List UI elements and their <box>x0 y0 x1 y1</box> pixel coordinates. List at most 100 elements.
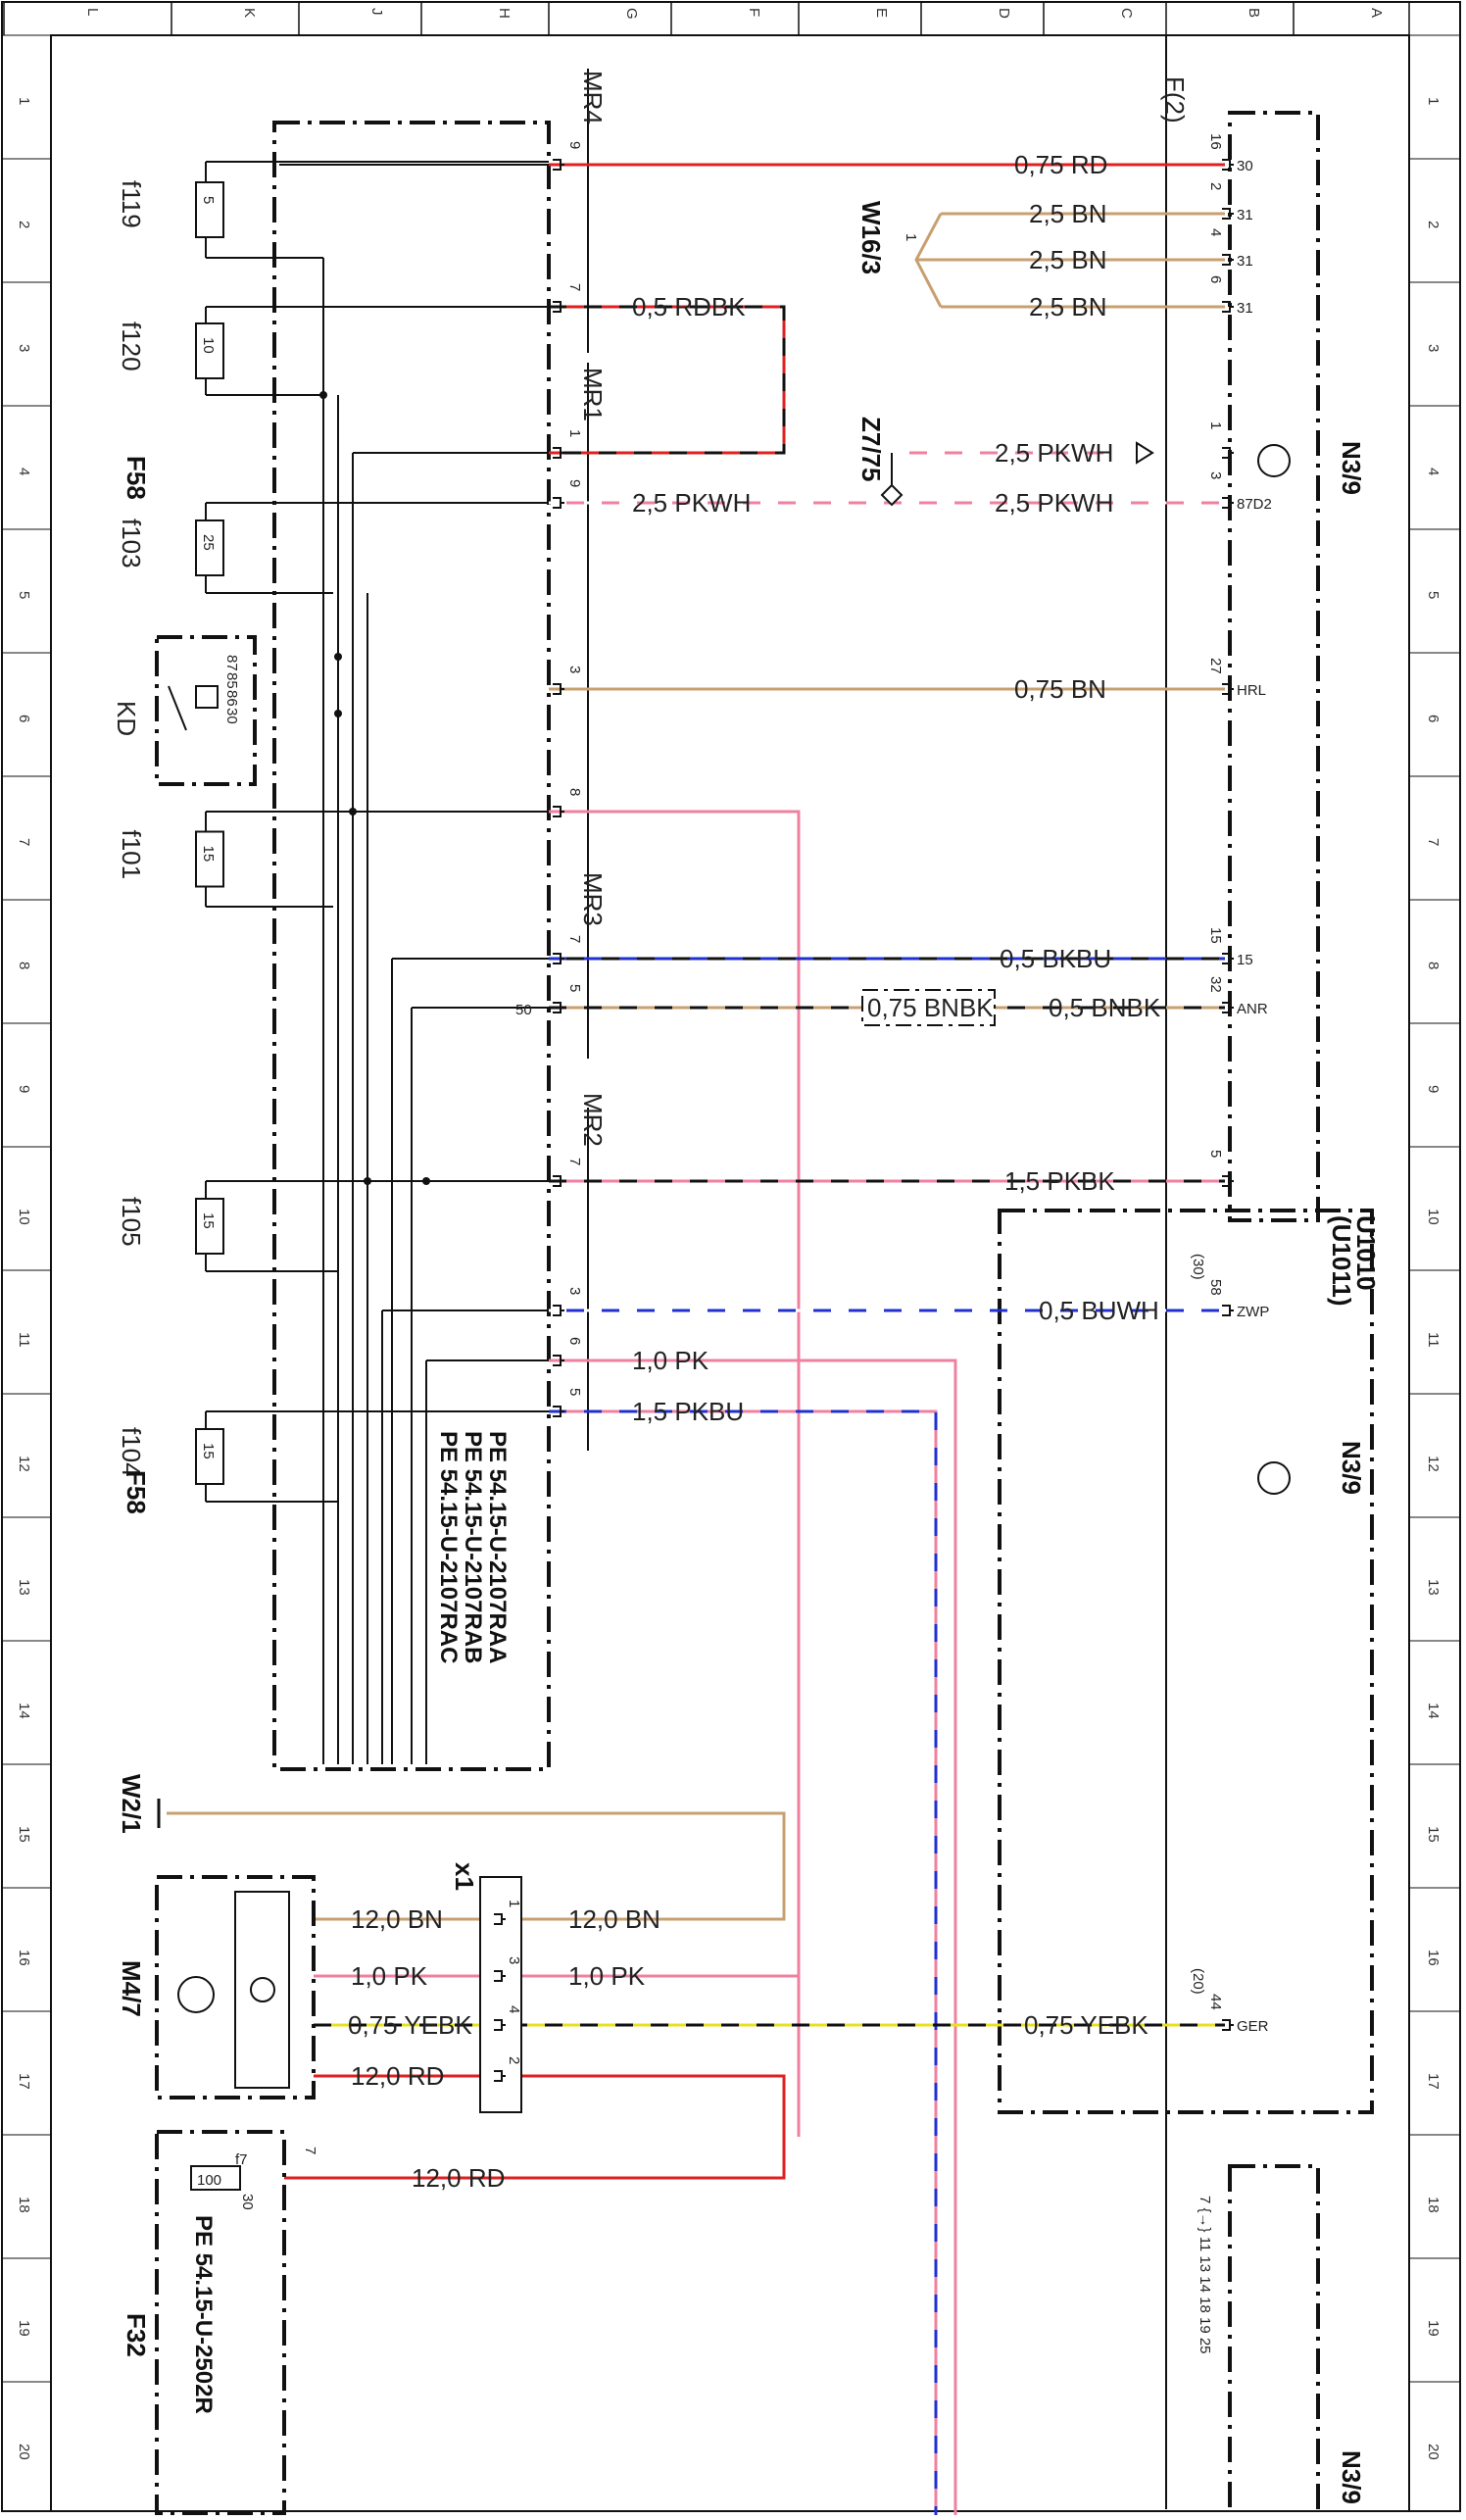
grid-col-label: H <box>496 8 513 19</box>
fuse-rating: 5 <box>200 196 217 204</box>
bnbk-splice-box <box>861 989 996 1026</box>
grid-col-label: K <box>241 8 258 18</box>
grid-row-label: 18 <box>16 2197 32 2213</box>
grid-row-label: 7 <box>1425 838 1442 846</box>
connector-pin-number: 5 <box>566 984 583 992</box>
fuse-rating: 15 <box>200 846 217 863</box>
relay-coil <box>195 685 219 709</box>
connector-pin-number: 3 <box>566 1287 583 1295</box>
fuse-rating: 100 <box>197 2172 221 2189</box>
control-unit-icon <box>1257 444 1291 477</box>
module-pin-name: ANR <box>1237 1001 1268 1017</box>
u1010-label: U1010 <box>1351 1215 1381 1291</box>
module-pin-number: 6 <box>1207 275 1224 283</box>
u1010-box <box>998 1209 1374 2114</box>
junction-dot <box>364 1177 371 1185</box>
grid-row-label: 13 <box>16 1579 32 1596</box>
grid-row-label: 10 <box>1425 1209 1442 1225</box>
grid-row-label: 17 <box>16 2073 32 2090</box>
grid-row-label: 3 <box>1425 344 1442 352</box>
module-pin-number: 44 <box>1207 1994 1224 2010</box>
grid-row-label: 14 <box>1425 1703 1442 1719</box>
wire-12-0-rd <box>284 2074 786 2180</box>
connector-pin <box>553 1406 564 1417</box>
module-pin-name: 31 <box>1237 207 1253 223</box>
grid-col-label: C <box>1118 8 1135 19</box>
m4-7-box <box>155 1875 316 2100</box>
w2-1-label: W2/1 <box>117 1774 146 1834</box>
connector-pin-number: 50 <box>515 1002 532 1018</box>
grid-row-label: 15 <box>1425 1826 1442 1843</box>
wire-0-5-rdbk-return <box>549 305 786 455</box>
grid-row-label: 6 <box>1425 715 1442 722</box>
n3-9-upper-box <box>1228 111 1320 1222</box>
module-pin-number: 15 <box>1207 927 1224 944</box>
connector-pin-number: 7 <box>566 935 583 943</box>
wire-label: 2,5 PKWH <box>632 488 751 518</box>
junction-dot <box>334 710 342 717</box>
grid-row-label: 12 <box>16 1456 32 1472</box>
module-pin-number: 5 <box>1207 1150 1224 1158</box>
grid-row-label: 16 <box>1425 1950 1442 1966</box>
f58-module-box <box>272 121 551 1771</box>
pe-reference: PE 54.15-U-2107RAA <box>484 1431 511 1663</box>
fan-controller-icon <box>250 1977 275 2002</box>
junction-dot <box>422 1177 430 1185</box>
pe-reference: PE 54.15-U-2107RAC <box>435 1431 462 1663</box>
wire-1-0-pk <box>549 1359 957 2515</box>
connector-pin <box>553 159 564 171</box>
signal-arrow <box>1136 441 1154 465</box>
connector-pin-number: 7 <box>566 283 583 291</box>
connector-pin <box>553 497 564 509</box>
pe-reference: PE 54.15-U-2107RAB <box>460 1431 486 1663</box>
fuse-rating: 10 <box>200 337 217 354</box>
wire-label: 12,0 BN <box>351 1904 443 1934</box>
kd-relay-box <box>155 635 257 786</box>
connector-pin <box>553 1355 564 1366</box>
grid-col-label: E <box>873 8 890 18</box>
connector-pin <box>553 447 564 459</box>
mr2-label: MR2 <box>578 1093 608 1147</box>
grid-row-label: 3 <box>16 344 32 352</box>
module-pin-number: 1 <box>1207 421 1224 429</box>
connector-pin <box>553 806 564 817</box>
wire-label: 12,0 RD <box>351 2061 444 2091</box>
wire-label: 2,5 BN <box>1029 292 1107 321</box>
module-pin-name: 30 <box>1237 158 1253 174</box>
splice-diamond <box>880 483 904 507</box>
wire-label: 0,75 BN <box>1014 674 1106 704</box>
u1011-label: (U1011) <box>1327 1215 1356 1307</box>
module-pin <box>1222 1002 1234 1013</box>
fuse-name: f104 <box>117 1427 146 1477</box>
grid-row-label: 2 <box>16 221 32 228</box>
grid-row-label: 14 <box>16 1703 32 1719</box>
module-pin <box>1222 953 1234 964</box>
fuse-rating: 15 <box>200 1212 217 1229</box>
wire-label: 0,75 YEBK <box>348 2010 472 2040</box>
module-pin <box>1222 2019 1234 2031</box>
module-pin-number: 27 <box>1207 658 1224 674</box>
wire-label: 12,0 BN <box>568 1904 660 1934</box>
module-pin-name: HRL <box>1237 682 1266 699</box>
connector-pin <box>553 683 564 695</box>
fuse-body <box>195 322 224 379</box>
grid-row-label: 10 <box>16 1209 32 1225</box>
relay-pin: 87 <box>223 655 240 671</box>
mr3-label: MR3 <box>578 872 608 926</box>
wire-label: 2,5 PKWH <box>995 488 1113 518</box>
fuse-rating: 15 <box>200 1443 217 1459</box>
module-pin-number: 3 <box>1207 471 1224 479</box>
module-pin-number: 32 <box>1207 976 1224 993</box>
grid-row-label: 12 <box>1425 1456 1442 1472</box>
module-pin <box>1222 1175 1234 1187</box>
module-pin <box>1222 301 1234 313</box>
fuse-body <box>195 181 224 238</box>
wires <box>155 35 1374 2520</box>
connector-pin-number: 6 <box>566 1337 583 1345</box>
mr4-label: MR4 <box>578 71 608 124</box>
x1-pin-number: 1 <box>506 1900 522 1907</box>
wire-label: 2,5 BN <box>1029 199 1107 228</box>
grid-row-label: 4 <box>16 468 32 475</box>
